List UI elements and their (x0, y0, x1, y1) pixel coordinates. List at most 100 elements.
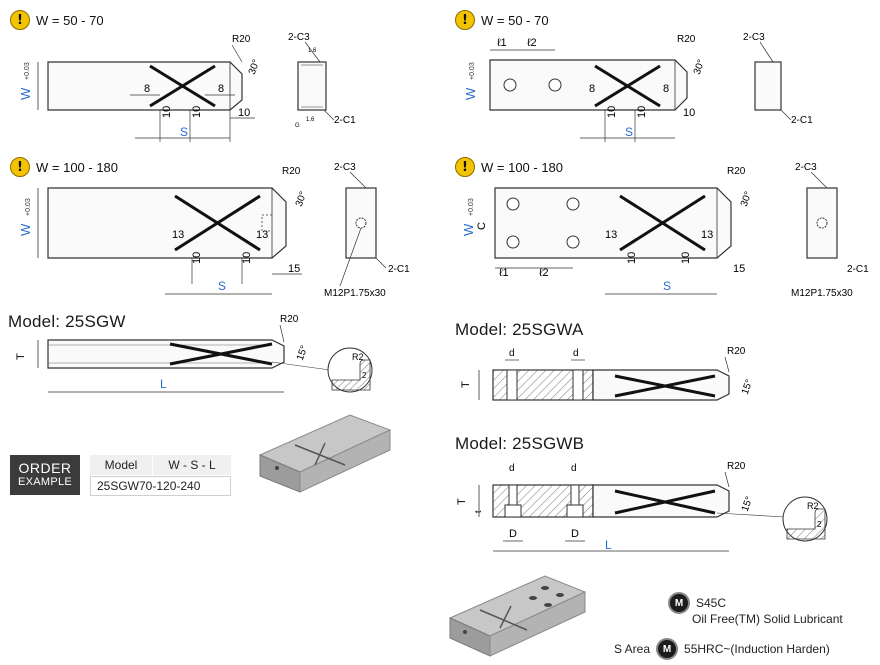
l1-label: ℓ1 (497, 37, 507, 49)
svg-text:10: 10 (680, 252, 692, 264)
mount-hole (566, 197, 580, 211)
side-view (754, 61, 782, 111)
svg-text:13: 13 (605, 229, 617, 241)
svg-text:M12P1.75x30: M12P1.75x30 (791, 288, 853, 299)
drawing-mid-right: W +0.03 C 13 13 10 10 15 ℓ1 ℓ2 S R20 30°… (461, 162, 869, 299)
warning-icon: ! (455, 10, 475, 30)
svg-text:+0.03: +0.03 (468, 198, 475, 216)
warning-row-w100-180-right: ! W = 100 - 180 (455, 157, 563, 177)
c3-label: 2-C3 (288, 32, 310, 43)
order-example-value: 25SGW70-120-240 (90, 476, 231, 496)
svg-text:15°: 15° (740, 495, 756, 513)
svg-text:W: W (18, 223, 33, 236)
drawing-mid-left: W +0.03 13 13 10 10 15 S R20 30° 2-C3 2-… (18, 162, 410, 299)
svg-text:T: T (460, 381, 472, 388)
order-table: Model W - S - L 25SGW70-120-240 (90, 455, 231, 496)
angle-label: 30° (247, 58, 263, 76)
model-25sgwa-title: Model: 25SGWA (455, 320, 584, 339)
drawing-top-left: W +0.03 8 8 10 10 10 S R20 30° 2-C3 1.6 … (18, 32, 356, 142)
mount-hole (548, 78, 562, 92)
svg-text:15°: 15° (295, 344, 311, 362)
svg-text:D: D (509, 528, 517, 540)
svg-text:R20: R20 (727, 461, 746, 472)
order-col-wsl: W - S - L (153, 455, 231, 475)
mount-hole (506, 235, 520, 249)
order-example: ORDER EXAMPLE Model W - S - L 25SGW70-12… (10, 455, 231, 496)
r20-label: R20 (232, 34, 251, 45)
svg-text:30°: 30° (692, 58, 708, 76)
svg-text:D: D (571, 528, 579, 540)
svg-text:2-C1: 2-C1 (388, 264, 410, 275)
svg-text:2-C3: 2-C3 (743, 32, 765, 43)
l2-label: ℓ2 (527, 37, 537, 49)
warning-icon: ! (455, 157, 475, 177)
svg-text:ℓ2: ℓ2 (539, 267, 549, 279)
svg-text:1.6: 1.6 (306, 117, 315, 123)
mount-hole (566, 235, 580, 249)
warning-icon: ! (10, 157, 30, 177)
warning-label: W = 50 - 70 (481, 12, 549, 28)
material-s45c: S45C (696, 596, 727, 610)
block-outline (494, 187, 732, 259)
svg-text:R20: R20 (677, 34, 696, 45)
svg-text:10: 10 (683, 107, 695, 119)
dim-10-a: 10 (161, 106, 173, 118)
model-25sgw-title: Model: 25SGW (8, 312, 126, 331)
dim-10-c: 10 (238, 107, 250, 119)
svg-text:2-C1: 2-C1 (791, 115, 813, 126)
t-label: T (15, 353, 27, 360)
warning-row-w50-70-right: ! W = 50 - 70 (455, 10, 549, 30)
s-area-label: S Area (614, 642, 651, 656)
block-outline (47, 187, 287, 259)
material-row-s-area: S Area M 55HRC~(Induction Harden) (614, 638, 830, 660)
w-label: W (18, 87, 33, 100)
thread-label: M12P1.75x30 (324, 288, 386, 299)
order-tag: ORDER EXAMPLE (10, 455, 80, 495)
material-hrc: 55HRC~(Induction Harden) (684, 642, 830, 656)
warning-row-w50-70-left: ! W = 50 - 70 (10, 10, 104, 30)
dim-8-right: 8 (218, 83, 224, 95)
svg-text:2: 2 (817, 520, 822, 529)
block-outline (47, 339, 285, 369)
svg-text:30°: 30° (294, 190, 310, 208)
svg-text:R20: R20 (282, 166, 301, 177)
svg-text:13: 13 (701, 229, 713, 241)
warning-label: W = 100 - 180 (36, 159, 119, 175)
warning-label: W = 50 - 70 (36, 12, 104, 28)
model-25sgwb-title: Model: 25SGWB (455, 434, 585, 453)
drawing-25sgwb: T t d d D D L R20 15° R2 2 (456, 461, 828, 552)
svg-text:10: 10 (606, 106, 618, 118)
svg-text:2: 2 (362, 371, 367, 380)
svg-text:10: 10 (636, 106, 648, 118)
drawing-25sgwa: T d d R20 15° (460, 346, 755, 401)
svg-text:S: S (663, 279, 671, 293)
drawing-top-right: W +0.03 ℓ1 ℓ2 8 8 10 10 10 S R20 30° 2-C… (463, 32, 813, 142)
svg-text:2-C3: 2-C3 (795, 162, 817, 173)
svg-text:S: S (625, 125, 633, 139)
materials-block: M S45C Oil Free(TM) Solid Lubricant (668, 592, 843, 626)
dim-10-b: 10 (191, 106, 203, 118)
material-oil-free: Oil Free(TM) Solid Lubricant (692, 612, 843, 626)
drawing-25sgw: T R20 15° L R2 2 (15, 314, 373, 393)
part-render-right (448, 575, 587, 657)
svg-text:30°: 30° (739, 190, 755, 208)
svg-text:13: 13 (256, 229, 268, 241)
mount-hole (503, 78, 517, 92)
svg-text:R2: R2 (807, 501, 819, 511)
svg-text:R20: R20 (727, 346, 746, 357)
svg-text:8: 8 (589, 83, 595, 95)
warning-icon: ! (10, 10, 30, 30)
svg-text:W: W (463, 87, 478, 100)
svg-text:R20: R20 (727, 166, 746, 177)
svg-text:10: 10 (626, 252, 638, 264)
dim-8-left: 8 (144, 83, 150, 95)
warning-label: W = 100 - 180 (481, 159, 564, 175)
part-render-left (258, 414, 392, 493)
material-m-icon: M (656, 638, 679, 660)
svg-text:S: S (218, 279, 226, 293)
svg-text:15: 15 (288, 263, 300, 275)
svg-text:d: d (509, 348, 515, 359)
w-tolerance: +0.03 (24, 62, 31, 80)
svg-text:+0.03: +0.03 (469, 62, 476, 80)
l-label: L (160, 377, 167, 391)
